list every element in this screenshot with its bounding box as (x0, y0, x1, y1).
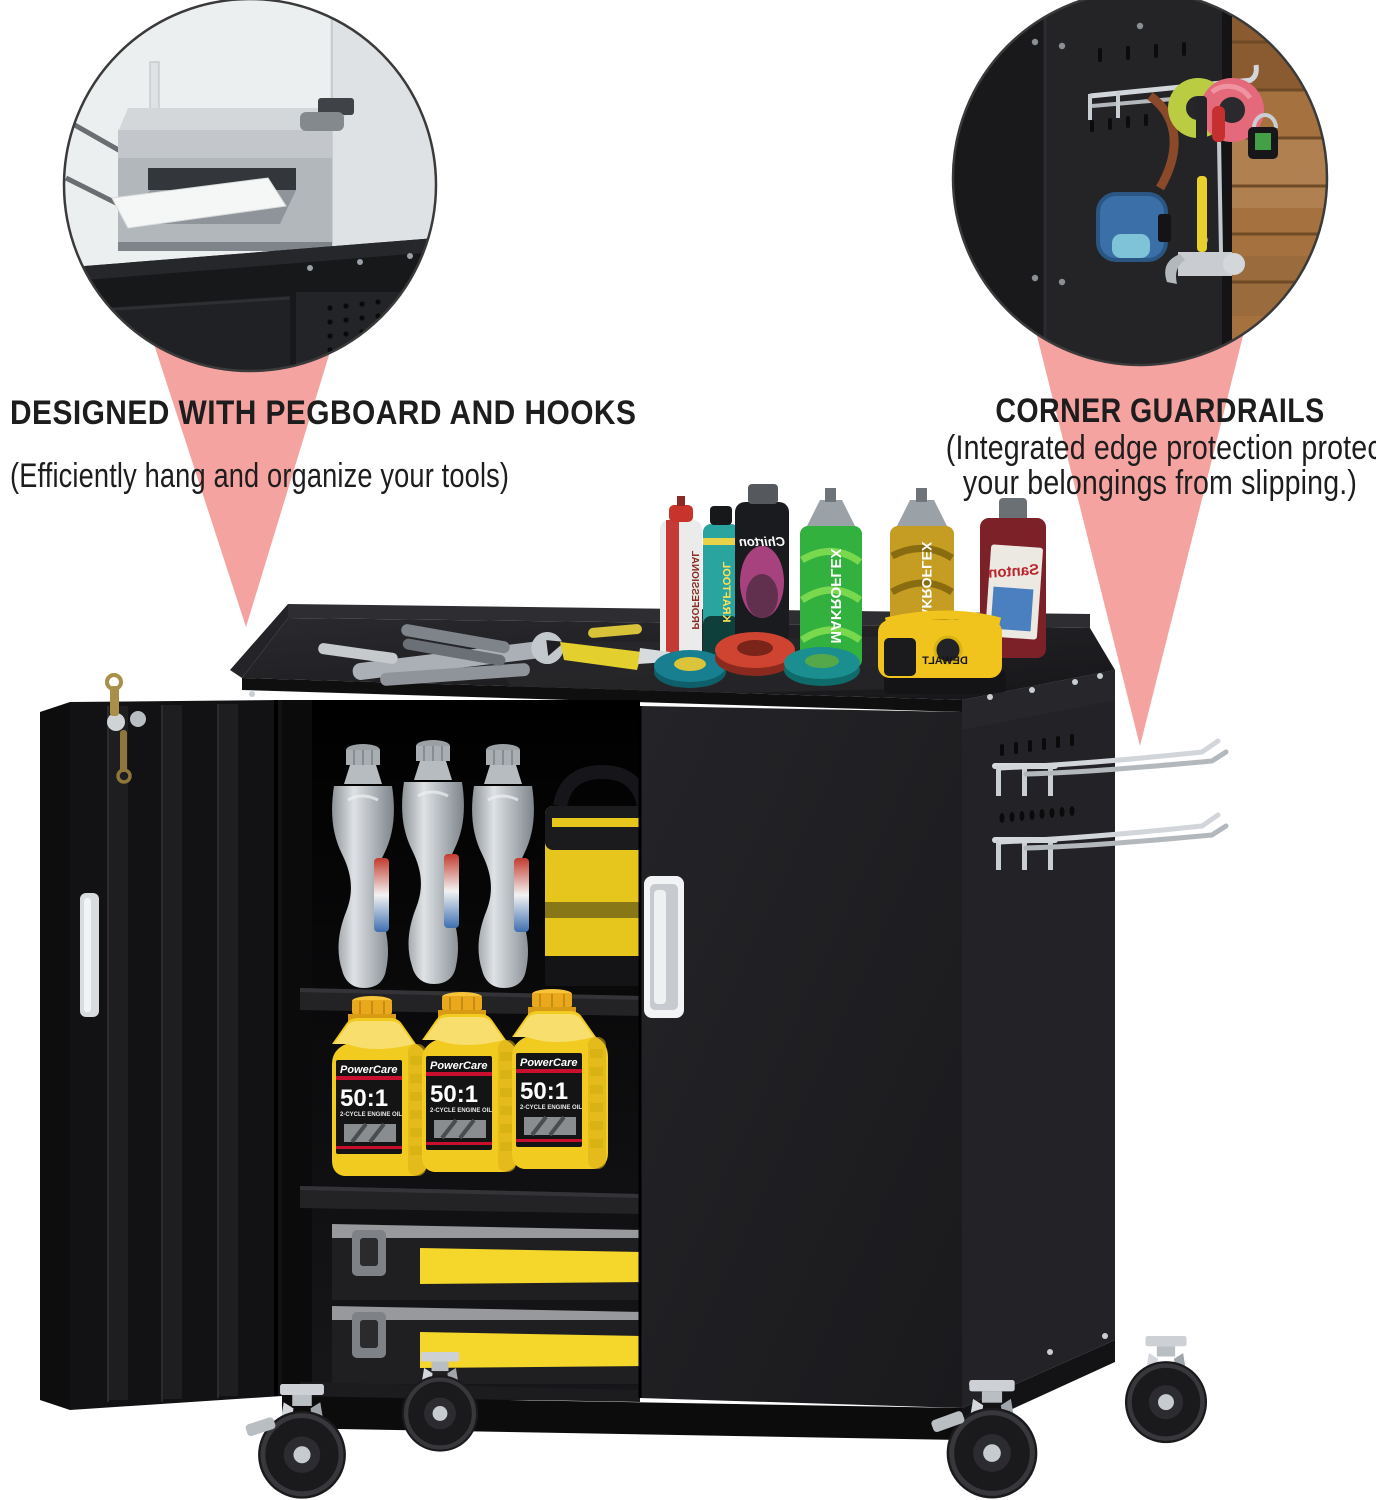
spray-can-teal: KRAFTOOL (703, 506, 739, 654)
right-door (638, 706, 962, 1408)
callout-triangle-left (150, 332, 336, 627)
laser-level: DEWALT (878, 610, 1006, 694)
hanging-tools (1088, 64, 1278, 284)
pegboard-subtext: (Efficiently hang and organize your tool… (10, 457, 510, 495)
side-pegboard (249, 670, 1226, 1408)
spray-can-black: Chirton (735, 484, 789, 644)
oil-bottles (330, 738, 536, 990)
annotation-guardrails: CORNER GUARDRAILS (Integrated edge prote… (945, 392, 1376, 502)
screwdriver (1212, 106, 1225, 253)
pegboard-heading: DESIGNED WITH PEGBOARD AND HOOKS (10, 394, 637, 432)
cleaner-can-red-text: Santon (988, 561, 1040, 582)
foam-can-green-text: MAKROFLEX (827, 549, 844, 644)
hand-tools (318, 624, 670, 686)
oil-jugs (330, 987, 610, 1178)
caster-rear-right (1125, 1336, 1207, 1443)
spray-can-white-red: PROFESSIONAL (660, 496, 702, 660)
spray-can-teal-text: KRAFTOOL (720, 561, 732, 622)
callout-circle-left (62, 0, 438, 373)
printer (111, 98, 354, 251)
guardrails-heading: CORNER GUARDRAILS (995, 392, 1325, 430)
foam-can-gold-text: MAKROFLEX (919, 541, 935, 630)
guardrails-line1: (Integrated edge protection protects (945, 429, 1376, 467)
tape-rolls (654, 632, 860, 688)
left-door-handle (80, 893, 99, 1017)
callout-triangle-right (1036, 332, 1244, 746)
storage-cabinet: PROFESSIONAL KRAFTOOL Chirton (40, 484, 1226, 1499)
callout-circle-right (951, 0, 1329, 367)
guardrails-line2: your belongings from slipping.) (962, 464, 1358, 502)
spray-can-black-text: Chirton (739, 534, 785, 549)
tape-measure (1096, 192, 1171, 262)
caster-front-right (931, 1380, 1037, 1498)
tool-cases (332, 1224, 645, 1384)
annotation-pegboard: DESIGNED WITH PEGBOARD AND HOOKS (Effici… (10, 394, 722, 496)
power-station (545, 764, 655, 986)
tool-case-lower (332, 1306, 645, 1384)
casters (245, 1336, 1207, 1499)
caster-front-left (245, 1384, 346, 1499)
foam-can-green: MAKROFLEX (800, 488, 863, 668)
corner-guardrail-lip-left (230, 604, 288, 678)
printer-paper (111, 177, 287, 229)
door-lock-keys (105, 673, 146, 784)
laser-brand-text: DEWALT (922, 655, 968, 667)
hammer (1165, 96, 1245, 284)
spray-can-white-text: PROFESSIONAL (689, 551, 700, 630)
cabinet-interior (282, 700, 655, 1402)
left-door-open (40, 673, 282, 1410)
tool-case-upper (332, 1224, 645, 1300)
right-door-handle (644, 876, 684, 1018)
